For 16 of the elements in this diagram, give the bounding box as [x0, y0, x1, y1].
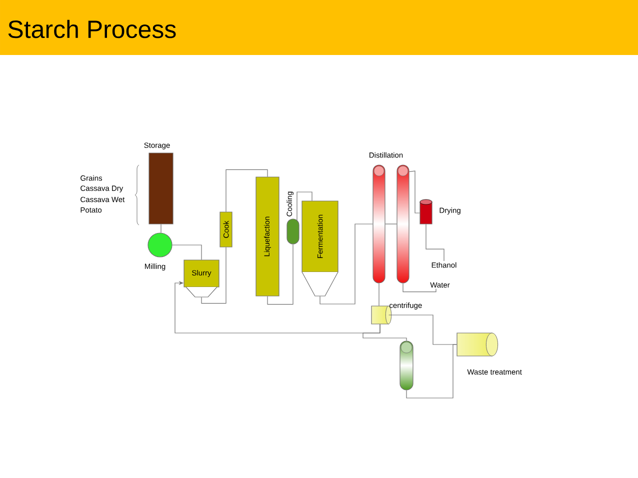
pipe	[296, 192, 312, 220]
pipe	[172, 244, 202, 260]
pipe	[378, 283, 380, 306]
pipe	[320, 224, 373, 304]
pipe	[426, 224, 444, 262]
pipe	[267, 244, 294, 305]
pipe	[160, 224, 162, 233]
column	[396, 164, 410, 284]
pipe	[406, 344, 457, 398]
pipe	[362, 324, 407, 341]
pipe	[402, 283, 436, 292]
column	[400, 340, 414, 390]
pipe	[409, 170, 420, 214]
pipe	[201, 247, 226, 304]
title-bar: Starch Process	[0, 0, 638, 55]
pipe	[226, 169, 268, 212]
